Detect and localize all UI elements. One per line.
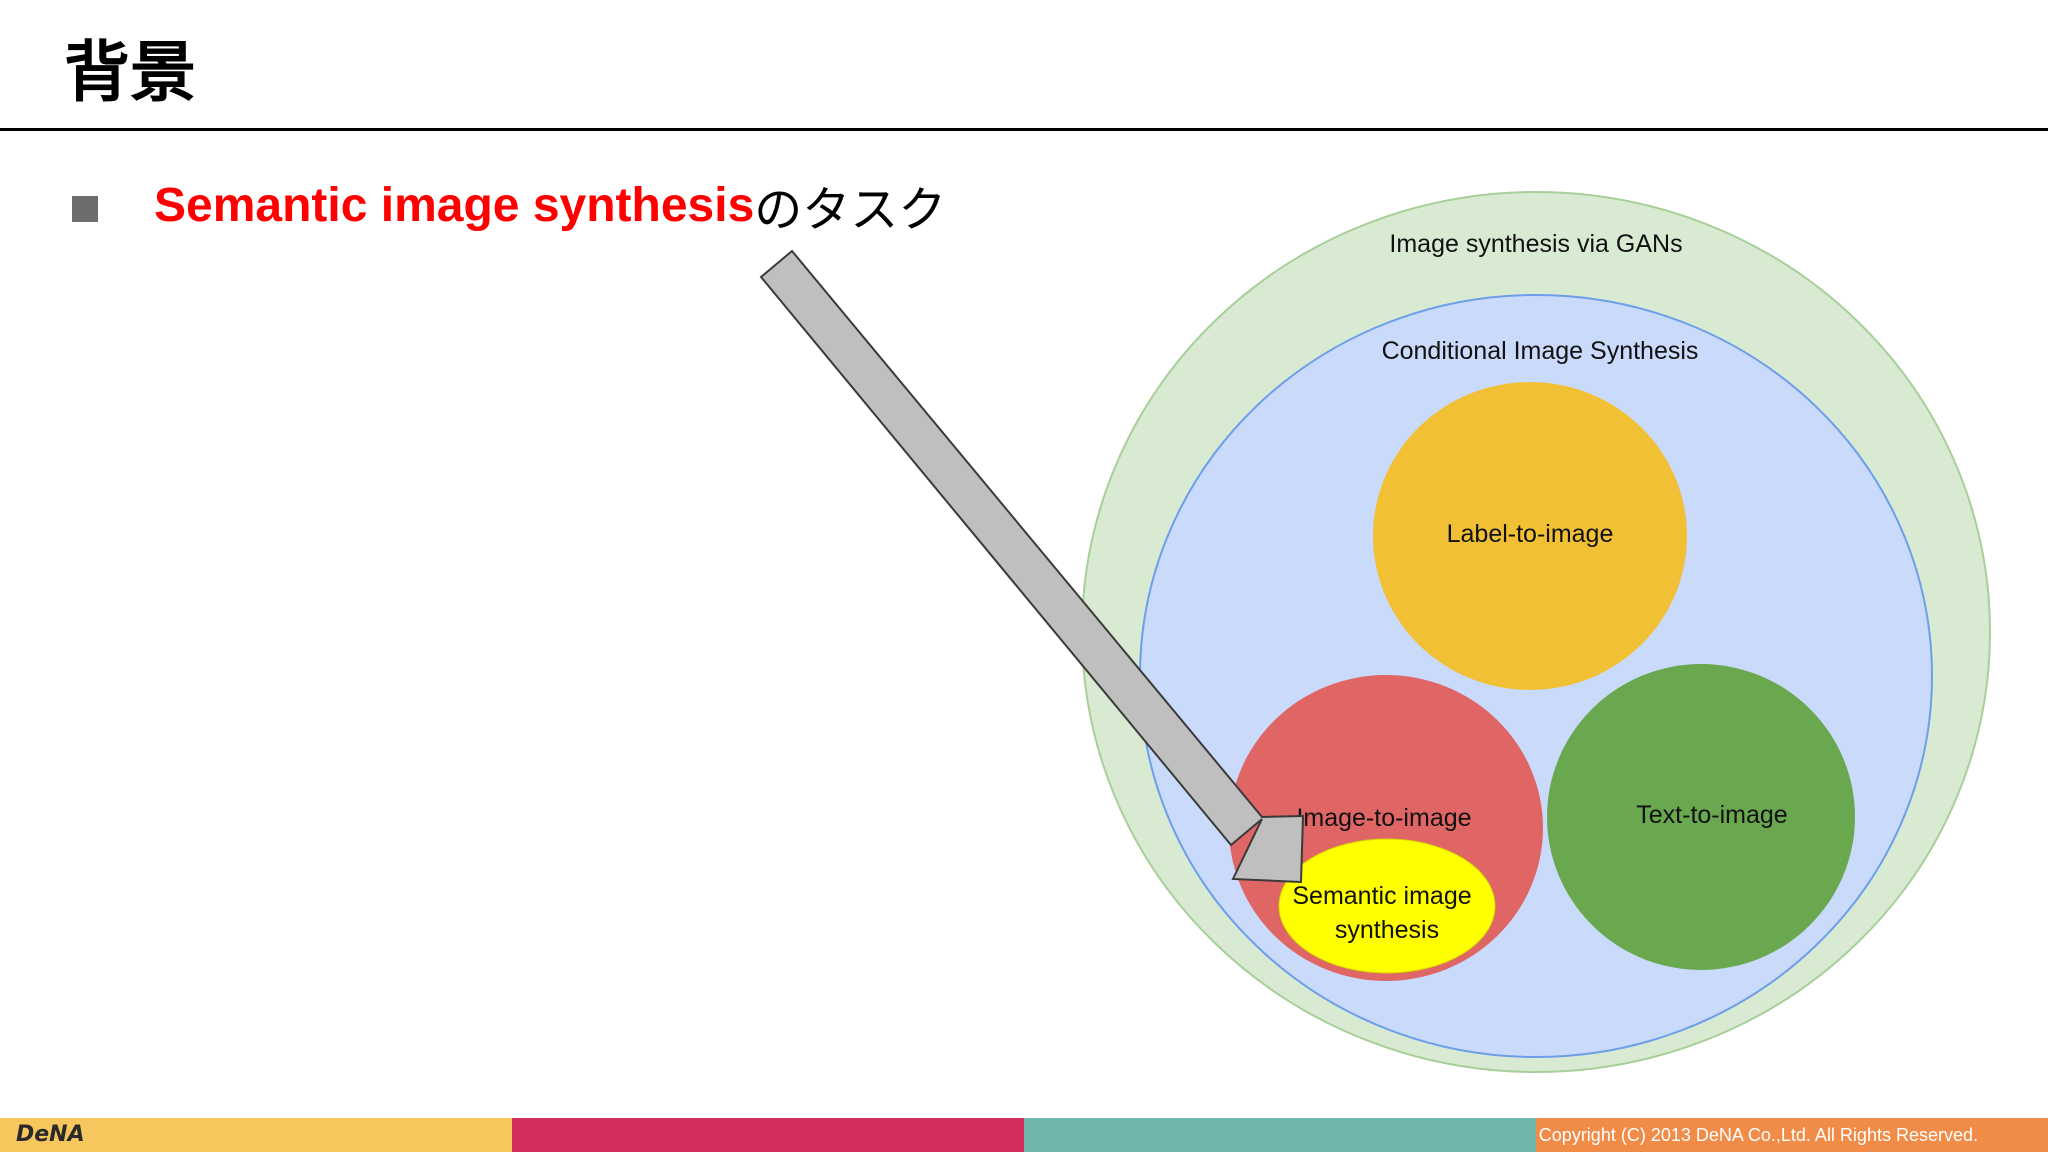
footer-segment-crimson [512, 1118, 1024, 1152]
semantic-synthesis-circle [1278, 838, 1496, 974]
bullet-suffix-text: のタスク [754, 182, 947, 238]
footer-segment-yellow: DeNA [0, 1118, 512, 1152]
semantic-synthesis-label-line2: synthesis [1335, 916, 1439, 944]
text-to-image-circle [1547, 664, 1855, 970]
label-to-image-label: Label-to-image [1447, 520, 1614, 548]
label-to-image-circle [1373, 382, 1687, 690]
pointer-arrow [759, 249, 1305, 884]
title-divider [0, 128, 2048, 131]
footer-segment-orange: Copyright (C) 2013 DeNA Co.,Ltd. All Rig… [1536, 1118, 2048, 1152]
bullet-highlight-text: Semantic image synthesis [154, 178, 755, 232]
semantic-synthesis-label-line1: Semantic image [1292, 882, 1471, 910]
slide-title: 背景 [64, 34, 196, 111]
footer-segment-teal [1024, 1118, 1536, 1152]
gan-synthesis-label: Image synthesis via GANs [1389, 230, 1682, 258]
dena-logo: DeNA [16, 1122, 85, 1147]
square-bullet-icon [72, 196, 98, 222]
conditional-synthesis-label: Conditional Image Synthesis [1382, 337, 1699, 365]
image-to-image-label: Image-to-image [1296, 804, 1471, 832]
text-to-image-label: Text-to-image [1636, 801, 1787, 829]
copyright-notice: Copyright (C) 2013 DeNA Co.,Ltd. All Rig… [1538, 1125, 1978, 1145]
footer-bar: DeNA Copyright (C) 2013 DeNA Co.,Ltd. Al… [0, 1118, 2048, 1152]
bullet-item: Semantic image synthesis のタスク [72, 170, 946, 240]
